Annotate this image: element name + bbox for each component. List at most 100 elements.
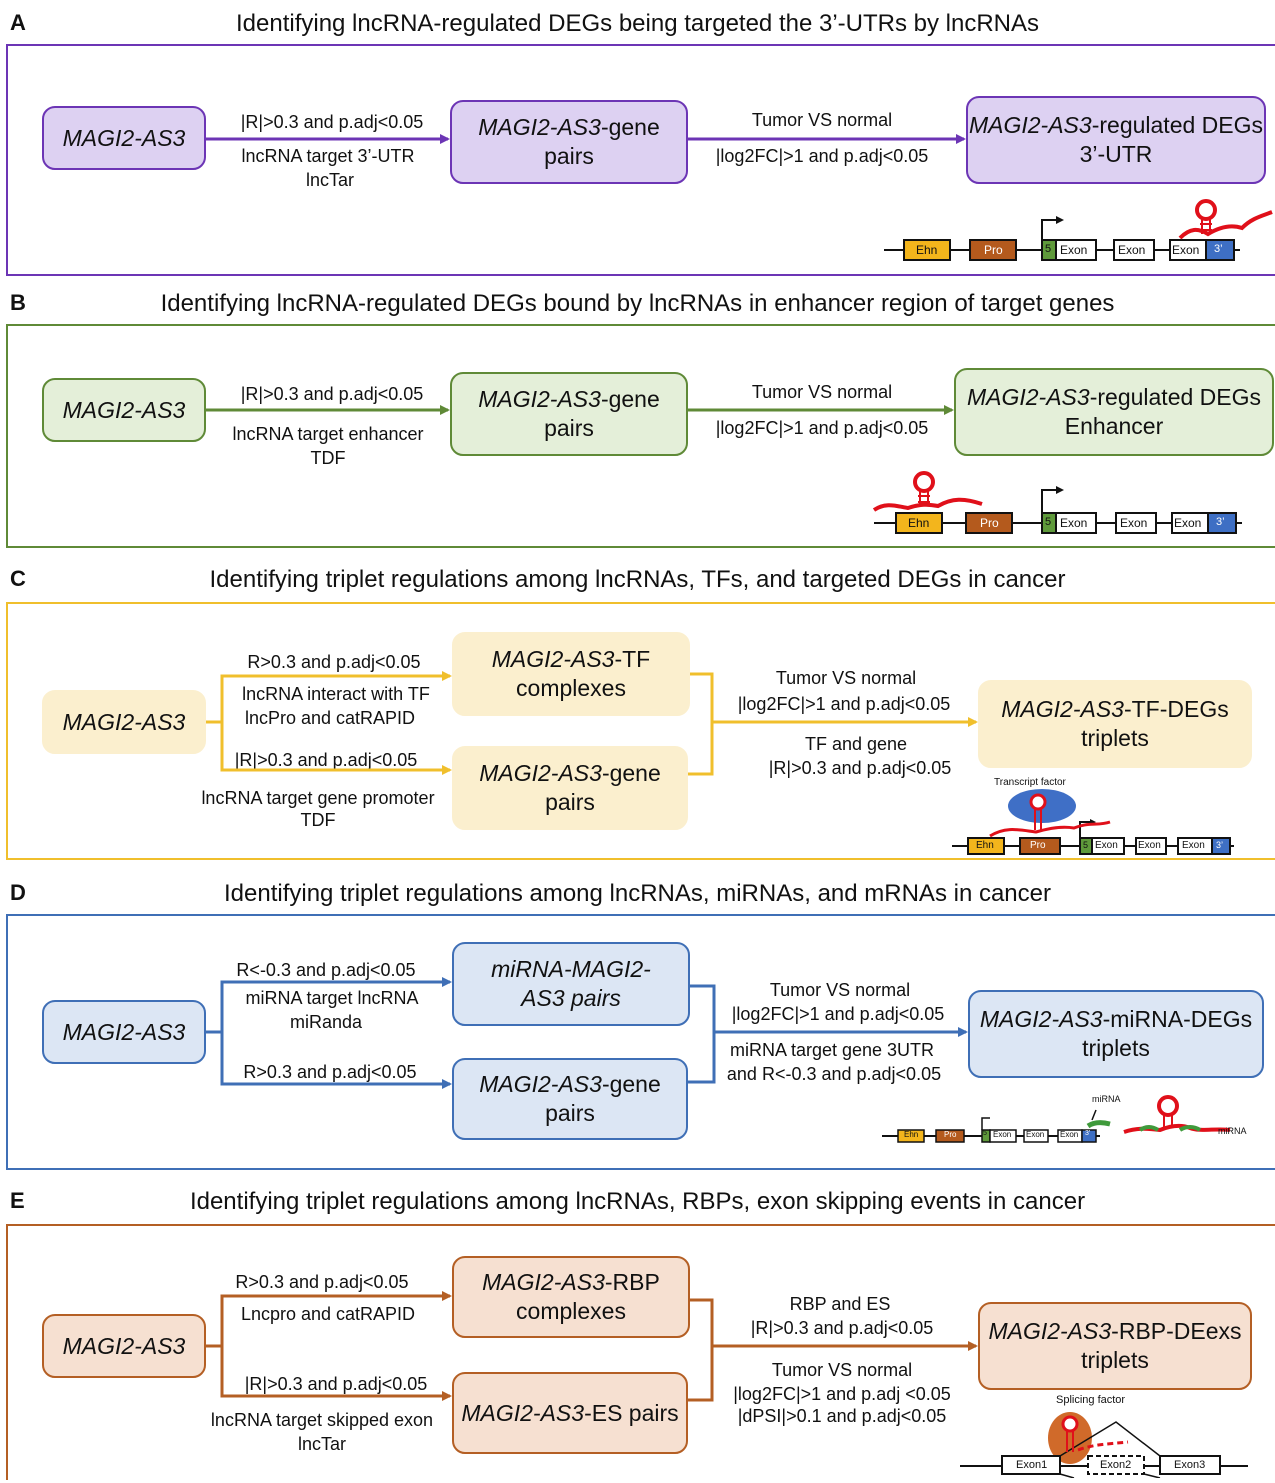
panel-c-merge-below-1: TF and gene xyxy=(804,734,908,754)
panel-b-gene-svg xyxy=(872,471,1242,534)
panel-e-letter: E xyxy=(10,1188,25,1213)
panel-d-lower-above: R>0.3 and p.adj<0.05 xyxy=(243,1062,417,1082)
panel-c-upper-below-1: lncRNA interact with TF xyxy=(242,684,430,704)
exon-box xyxy=(1055,239,1097,261)
panel-a-pairs-node: MAGI2-AS3-gene pairs xyxy=(450,100,688,184)
exon-label: Exon xyxy=(1174,516,1202,530)
lncrna-strand xyxy=(872,497,983,512)
promoter-region xyxy=(965,512,1013,534)
tss-arrow-icon xyxy=(981,1117,990,1130)
panel-b-edge1-below-2: TDF xyxy=(310,448,346,468)
promoter-region xyxy=(969,239,1017,261)
panel-c-gene-svg xyxy=(952,789,1234,855)
panel-a-letter: A xyxy=(10,10,26,35)
exon2-label: Exon2 xyxy=(1100,1459,1132,1471)
panel-d-target-node: MAGI2-AS3-miRNA-DEGs triplets xyxy=(968,990,1264,1078)
panel-c-complex-node: MAGI2-AS3-TF complexes xyxy=(452,632,690,716)
lncrna-strand xyxy=(1077,1440,1129,1452)
panel-e-upper-above: R>0.3 and p.adj<0.05 xyxy=(235,1272,409,1292)
ehn-label: Ehn xyxy=(904,1130,919,1139)
panel-d-arrow-upper xyxy=(206,977,452,1034)
panel-b-title: Identifying lncRNA-regulated DEGs bound … xyxy=(160,290,1115,317)
lncrna-hairpin-icon xyxy=(1195,199,1217,221)
exon-label: Exon xyxy=(1172,243,1200,257)
panel-e-source-node: MAGI2-AS3 xyxy=(42,1314,206,1378)
panel-d-arrows xyxy=(206,977,968,1089)
ehn-label: Ehn xyxy=(976,840,994,851)
exon-box xyxy=(1023,1129,1049,1143)
panel-c-gene-illustration: Transcript factor Ehn Pro 5 Exon Exon Ex… xyxy=(950,774,1240,858)
panel-e-upper-below-1: Lncpro and catRAPID xyxy=(240,1304,416,1324)
panel-e-complex-node: MAGI2-AS3-RBP complexes xyxy=(452,1256,690,1338)
panel-c-merge-above-1: Tumor VS normal xyxy=(775,668,917,688)
panel-d-upper-above: R<-0.3 and p.adj<0.05 xyxy=(236,960,416,980)
panel-c-frame xyxy=(6,602,1275,860)
panel-d-upper-below-2: miRanda xyxy=(289,1012,363,1032)
ehn-label: Ehn xyxy=(916,243,938,257)
panel-c-letter: C xyxy=(10,566,26,591)
three-label: 3’ xyxy=(1085,1130,1091,1137)
three-prime-utr xyxy=(1207,512,1237,534)
exon-label: Exon xyxy=(1060,243,1088,257)
panel-e-es-pairs-node: MAGI2-AS3-ES pairs xyxy=(452,1372,688,1454)
panel-c-merge-bracket xyxy=(688,672,714,776)
exon-label: Exon xyxy=(1118,243,1146,257)
panel-c-arrows xyxy=(206,671,978,776)
lncrna-hairpin-icon xyxy=(1029,793,1047,811)
panel-b-target-node: MAGI2-AS3-regulated DEGs Enhancer xyxy=(954,368,1274,456)
panel-e-merge-bracket xyxy=(688,1298,714,1402)
panel-e-lower-above: |R|>0.3 and p.adj<0.05 xyxy=(244,1374,428,1394)
panel-b-edge1-below-1: lncRNA target enhancer xyxy=(232,424,424,444)
exon3-label: Exon3 xyxy=(1174,1459,1206,1471)
three-prime-utr xyxy=(1205,239,1235,261)
panel-e-merge-above-2: |R|>0.3 and p.adj<0.05 xyxy=(750,1318,934,1338)
exon2-box xyxy=(1087,1455,1145,1475)
exon-label: Exon xyxy=(1060,516,1088,530)
panel-a-edge2-above: Tumor VS normal xyxy=(751,110,893,130)
lncrna-strand xyxy=(989,820,1111,838)
panel-e-frame xyxy=(6,1224,1275,1480)
mirna-label: miRNA xyxy=(1092,1094,1121,1104)
exon-label: Exon xyxy=(1182,840,1205,851)
panel-e-gene-svg xyxy=(960,1412,1248,1479)
panel-b-edge1-above: |R|>0.3 and p.adj<0.05 xyxy=(240,384,424,404)
exon1-box xyxy=(1001,1455,1061,1475)
exon-box xyxy=(1113,239,1155,261)
five-label: 5 xyxy=(983,1130,987,1137)
panel-e-merge-above-1: RBP and ES xyxy=(789,1294,891,1314)
panel-b-source-node: MAGI2-AS3 xyxy=(42,378,206,442)
three-label: 3’ xyxy=(1216,840,1224,850)
enhancer-region xyxy=(897,1129,925,1143)
panel-c-merge-below-2: |R|>0.3 and p.adj<0.05 xyxy=(768,758,952,778)
tss-arrow-icon xyxy=(1041,489,1056,513)
transcript-factor-label: Transcript factor xyxy=(994,777,1066,788)
exon-label: Exon xyxy=(1120,516,1148,530)
exon-label: Exon xyxy=(1095,840,1118,851)
three-label: 3’ xyxy=(1214,243,1223,255)
panel-b-edge2-above: Tumor VS normal xyxy=(751,382,893,402)
panel-d-source-node: MAGI2-AS3 xyxy=(42,1000,206,1064)
lncrna-hairpin-icon xyxy=(913,471,935,493)
panel-d-merge-below-1: miRNA target gene 3UTR xyxy=(729,1040,935,1060)
mirna-bound-icon xyxy=(1086,1120,1111,1129)
exon-box xyxy=(1055,512,1097,534)
panel-d-merge-bracket xyxy=(688,984,716,1084)
three-prime-utr xyxy=(1081,1129,1097,1143)
panel-c-lower-below-2: TDF xyxy=(300,810,336,830)
exon-label: Exon xyxy=(993,1130,1012,1139)
promoter-region xyxy=(1019,837,1061,855)
exon-box xyxy=(1135,837,1167,855)
panel-d-gene-svg xyxy=(882,1095,1231,1143)
tss-arrow-icon xyxy=(1041,219,1056,240)
panel-d-merge-below-2: and R<-0.3 and p.adj<0.05 xyxy=(726,1064,942,1084)
panel-b-edge2-below: |log2FC|>1 and p.adj<0.05 xyxy=(715,418,929,438)
enhancer-region xyxy=(903,239,951,261)
panel-c-target-node: MAGI2-AS3-TF-DEGs triplets xyxy=(978,680,1252,768)
panel-c-lower-below-1: lncRNA target gene promoter xyxy=(201,788,435,808)
panel-a-edge1-above: |R|>0.3 and p.adj<0.05 xyxy=(240,112,424,132)
mirna-label: miRNA xyxy=(1218,1126,1247,1136)
panel-c-title: Identifying triplet regulations among ln… xyxy=(209,566,1066,593)
panel-a-edge1-below-2: lncTar xyxy=(305,170,355,190)
panel-e-merge-below-3: |dPSI|>0.1 and p.adj<0.05 xyxy=(737,1406,947,1426)
panel-b-pairs-node: MAGI2-AS3-gene pairs xyxy=(450,372,688,456)
